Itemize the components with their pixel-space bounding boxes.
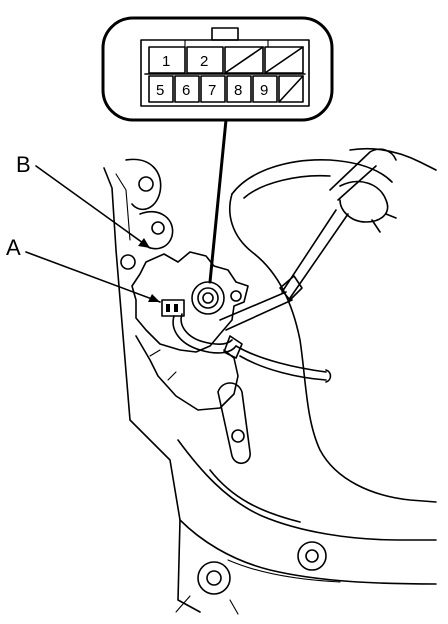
pin-label-8: 8 bbox=[234, 82, 242, 99]
callout-a-leader bbox=[25, 251, 161, 303]
pin-label-1: 1 bbox=[162, 53, 170, 70]
callout-b-leader bbox=[35, 165, 151, 249]
connector-bubble bbox=[101, 16, 334, 122]
connector-leader-line bbox=[208, 118, 228, 284]
connector-lock-tab bbox=[211, 27, 239, 41]
pin-label-5: 5 bbox=[156, 82, 164, 99]
callout-b-label: B bbox=[16, 152, 31, 177]
shift-cable bbox=[219, 148, 397, 331]
pin-label-2: 2 bbox=[200, 53, 208, 70]
range-switch bbox=[120, 251, 332, 411]
transmission-housing bbox=[103, 147, 437, 615]
connector-view: 1 2 5 6 7 8 9 bbox=[101, 16, 334, 122]
pin-label-6: 6 bbox=[182, 82, 190, 99]
callout-b: B bbox=[16, 152, 151, 249]
callout-a: A bbox=[6, 235, 161, 303]
pin-label-7: 7 bbox=[208, 82, 216, 99]
pin-label-9: 9 bbox=[260, 82, 268, 99]
callout-a-label: A bbox=[6, 235, 21, 260]
